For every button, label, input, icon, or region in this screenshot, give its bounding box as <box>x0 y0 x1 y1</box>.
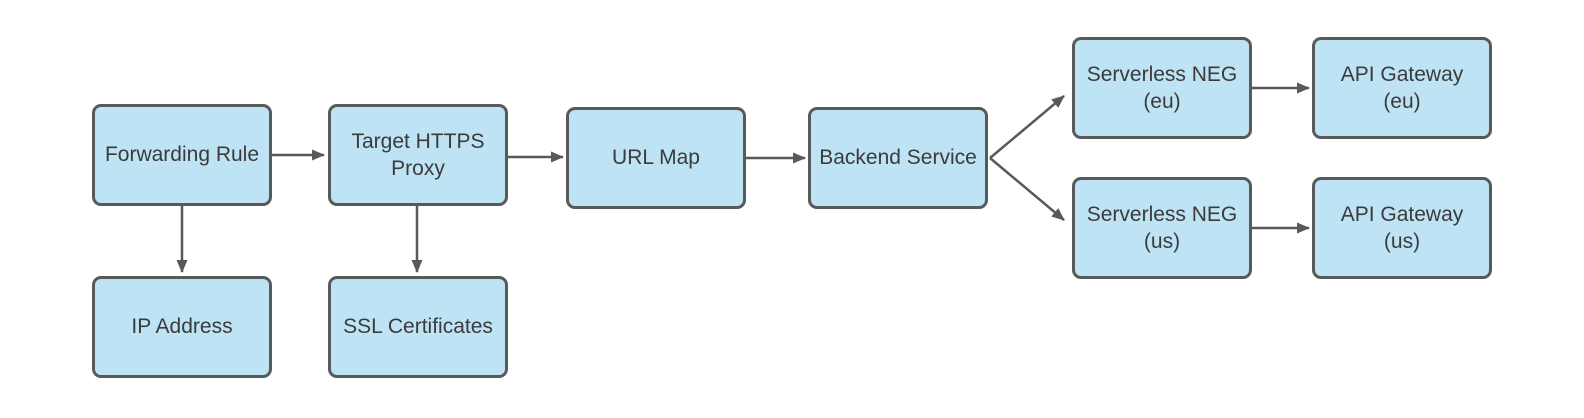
node-url-map-label: URL Map <box>612 146 700 170</box>
node-serverless-neg-eu: Serverless NEG (eu) <box>1072 37 1252 139</box>
node-api-gateway-eu-label: API Gateway (eu) <box>1340 62 1464 113</box>
node-ssl-certificates-label: SSL Certificates <box>343 315 493 339</box>
node-serverless-neg-us-label: Serverless NEG (us) <box>1086 202 1238 253</box>
node-target-https-proxy: Target HTTPS Proxy <box>328 104 508 206</box>
node-ssl-certificates: SSL Certificates <box>328 276 508 378</box>
node-url-map: URL Map <box>566 107 746 209</box>
node-serverless-neg-eu-label: Serverless NEG (eu) <box>1086 62 1238 113</box>
node-forwarding-rule: Forwarding Rule <box>92 104 272 206</box>
node-api-gateway-us: API Gateway (us) <box>1312 177 1492 279</box>
node-ip-address-label: IP Address <box>131 315 233 339</box>
node-backend-service: Backend Service <box>808 107 988 209</box>
node-api-gateway-us-label: API Gateway (us) <box>1340 202 1464 253</box>
arrow-backend-service-to-serverless-neg-us <box>989 157 1065 221</box>
node-api-gateway-eu: API Gateway (eu) <box>1312 37 1492 139</box>
node-ip-address: IP Address <box>92 276 272 378</box>
node-forwarding-rule-label: Forwarding Rule <box>104 143 260 167</box>
node-target-https-proxy-label: Target HTTPS Proxy <box>351 129 485 180</box>
arrow-backend-service-to-serverless-neg-eu <box>989 95 1065 159</box>
node-serverless-neg-us: Serverless NEG (us) <box>1072 177 1252 279</box>
node-backend-service-label: Backend Service <box>819 146 977 170</box>
